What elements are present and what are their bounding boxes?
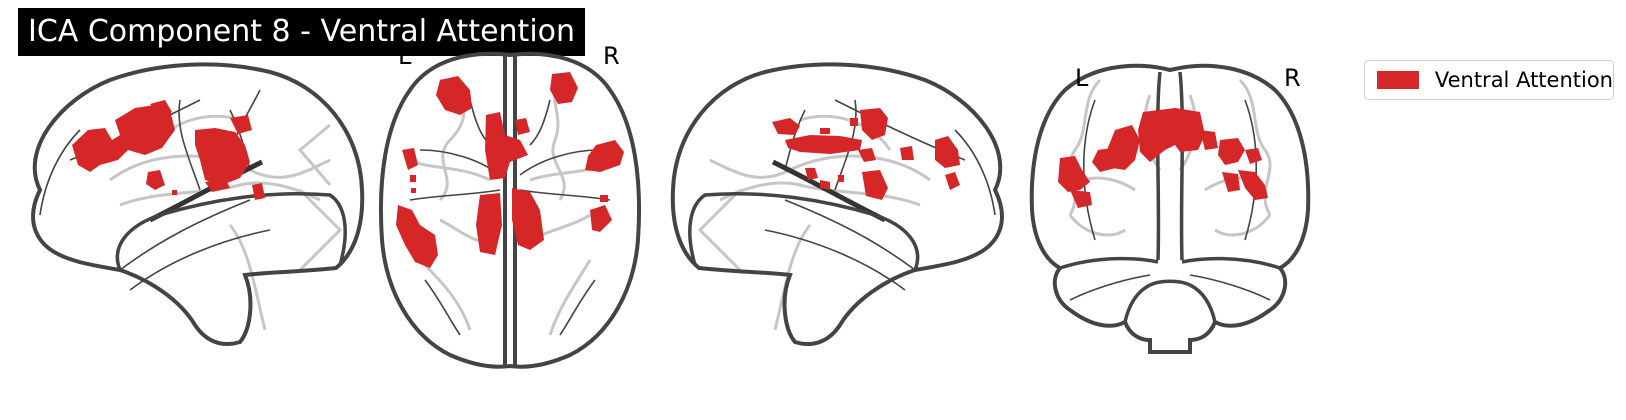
temporal-outline bbox=[115, 191, 347, 271]
sulci bbox=[409, 99, 611, 336]
brain-outline bbox=[1029, 63, 1311, 354]
legend: Ventral Attention bbox=[1364, 60, 1614, 100]
axial-left-label: L bbox=[398, 42, 412, 70]
coronal-left-label: L bbox=[1075, 64, 1089, 92]
coronal-right-label: R bbox=[1284, 64, 1301, 92]
activation-blobs bbox=[1058, 108, 1268, 208]
brain-outline bbox=[378, 51, 642, 369]
temporal-outline bbox=[688, 191, 920, 271]
activation-blobs bbox=[396, 72, 624, 268]
activation-blobs bbox=[772, 108, 960, 200]
axial-view: L R bbox=[378, 42, 642, 369]
legend-label: Ventral Attention bbox=[1434, 68, 1613, 92]
sagittal-right-view bbox=[670, 62, 1004, 346]
activation-blobs bbox=[72, 100, 265, 200]
sagittal-left-view bbox=[31, 62, 365, 346]
coronal-view: L R bbox=[1029, 63, 1311, 354]
gyri-outline bbox=[697, 114, 931, 331]
axial-right-label: R bbox=[603, 42, 620, 70]
sulci bbox=[1069, 99, 1271, 301]
legend-swatch bbox=[1377, 71, 1419, 89]
figure-title: ICA Component 8 - Ventral Attention bbox=[18, 8, 586, 56]
midline bbox=[1059, 71, 1281, 323]
